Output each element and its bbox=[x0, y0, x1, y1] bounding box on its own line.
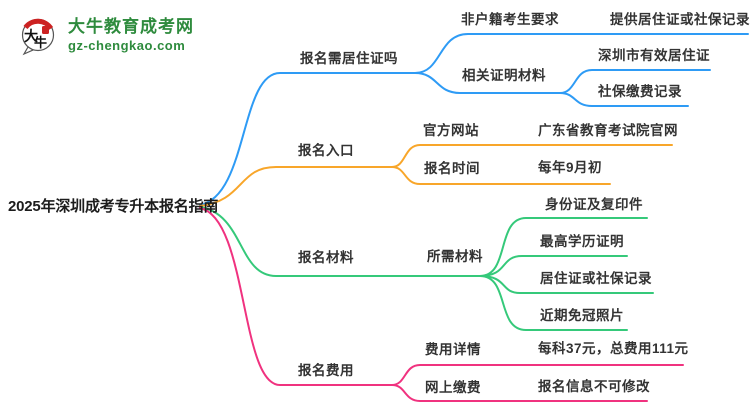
branch-need-residence-permit: 报名需居住证吗 bbox=[300, 51, 398, 66]
node-gd-education-exam-site: 广东省教育考试院官网 bbox=[538, 123, 678, 138]
connector-branch-registration-entry bbox=[199, 166, 393, 207]
connector-fee-details bbox=[391, 364, 684, 386]
branch-registration-materials: 报名材料 bbox=[298, 250, 354, 265]
site-domain: gz-chengkao.com bbox=[68, 38, 186, 53]
branch-registration-entry: 报名入口 bbox=[298, 143, 354, 158]
node-non-local-requirement: 非户籍考生要求 bbox=[461, 12, 559, 27]
connector-related-proof-materials bbox=[414, 72, 561, 94]
root-node: 2025年深圳成考专升本报名指南 bbox=[8, 198, 219, 215]
branch-registration-fees: 报名费用 bbox=[298, 363, 354, 378]
node-info-not-modifiable: 报名信息不可修改 bbox=[538, 379, 650, 394]
node-valid-shenzhen-permit: 深圳市有效居住证 bbox=[598, 48, 710, 63]
node-related-proof-materials: 相关证明材料 bbox=[462, 68, 546, 83]
connector-valid-shenzhen-permit bbox=[559, 69, 711, 94]
connector-official-website bbox=[391, 144, 673, 168]
daniu-logo-icon: 大 牛 bbox=[21, 18, 55, 56]
connector-non-local-requirement bbox=[414, 33, 749, 74]
node-registration-time: 报名时间 bbox=[424, 161, 480, 176]
node-id-card-copy: 身份证及复印件 bbox=[545, 197, 643, 212]
connector-social-security-records bbox=[559, 92, 689, 107]
node-permit-or-social-security: 居住证或社保记录 bbox=[540, 271, 652, 286]
connector-branch-registration-materials bbox=[199, 206, 481, 277]
node-highest-education-proof: 最高学历证明 bbox=[540, 234, 624, 249]
connector-online-payment bbox=[391, 384, 648, 402]
svg-text:大: 大 bbox=[24, 28, 38, 45]
connector-id-card-copy bbox=[479, 217, 648, 277]
node-fee-details: 费用详情 bbox=[425, 342, 481, 357]
connector-recent-photo bbox=[479, 275, 628, 331]
node-official-website: 官方网站 bbox=[423, 123, 479, 138]
node-required-materials: 所需材料 bbox=[427, 249, 483, 264]
connector-highest-education-proof bbox=[479, 255, 628, 277]
connector-registration-time bbox=[391, 166, 611, 185]
node-social-security-records: 社保缴费记录 bbox=[598, 84, 682, 99]
node-provide-permit-or-social-security: 提供居住证或社保记录 bbox=[610, 12, 750, 27]
connector-permit-or-social-security bbox=[479, 275, 654, 294]
node-recent-photo: 近期免冠照片 bbox=[540, 308, 624, 323]
node-online-payment: 网上缴费 bbox=[425, 380, 481, 395]
connector-branch-registration-fees bbox=[199, 207, 393, 386]
connector-branch-need-residence-permit bbox=[199, 72, 416, 206]
node-fee-amount: 每科37元，总费用111元 bbox=[538, 341, 689, 356]
svg-text:牛: 牛 bbox=[34, 35, 47, 51]
node-early-september: 每年9月初 bbox=[538, 160, 603, 175]
site-name: 大牛教育成考网 bbox=[68, 17, 194, 36]
